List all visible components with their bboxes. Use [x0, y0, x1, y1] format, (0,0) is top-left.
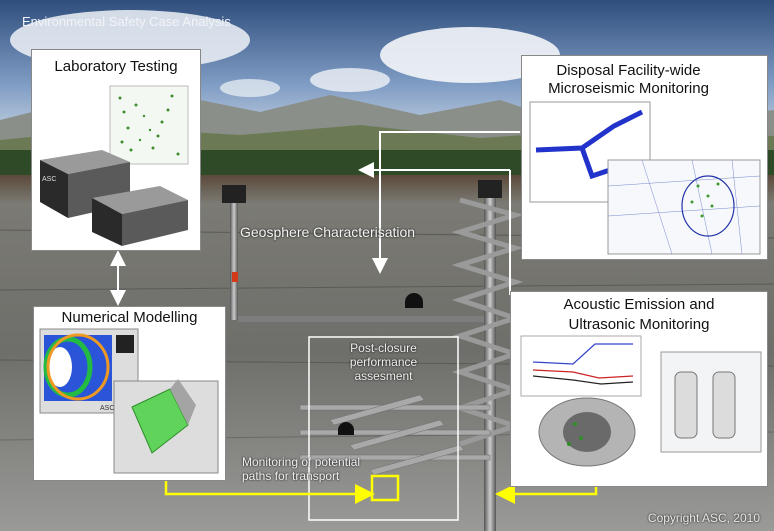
- event-cloud: [690, 182, 720, 218]
- tunnel-core: [563, 412, 611, 452]
- tunnel-upper: [238, 316, 498, 322]
- numerical-logo: ASC: [100, 405, 115, 412]
- specimen-plot: [109, 85, 189, 165]
- velocity-series-1: [532, 343, 633, 365]
- sample-cylinder-1: [674, 371, 698, 439]
- tunnel-portal: [405, 293, 423, 308]
- tunnel-portal: [338, 422, 354, 435]
- monitoring-label-line1: Monitoring of potential: [242, 455, 361, 469]
- headframe-left: [222, 185, 246, 203]
- postclosure-label-line1: Post-closure: [350, 341, 417, 355]
- acquisition-units: [40, 150, 188, 246]
- lab-panel: Laboratory Testing ASC: [31, 49, 201, 251]
- monitoring-label-line2: paths for transport: [242, 469, 340, 483]
- link-arrows: [110, 131, 520, 306]
- numerical-panel: Numerical Modelling ASC: [33, 306, 226, 481]
- cloud: [310, 68, 390, 92]
- velocity-series-3: [532, 375, 634, 385]
- red-marker: [232, 272, 238, 282]
- cloud: [220, 79, 280, 97]
- lab-panel-title: Laboratory Testing: [54, 58, 178, 75]
- excavation: [48, 347, 72, 387]
- mesh-core: [681, 175, 735, 237]
- geosphere-label: Geosphere Characterisation: [240, 224, 416, 240]
- axis-gizmo: [116, 335, 134, 353]
- lab-logo: ASC: [42, 176, 57, 183]
- acoustic-panel: Acoustic Emission and Ultrasonic Monitor…: [510, 291, 768, 487]
- ae-events: [567, 422, 583, 446]
- particle-block-side: [170, 379, 196, 425]
- velocity-series-2: [532, 369, 634, 379]
- microseismic-panel: Disposal Facility-wide Microseismic Moni…: [521, 55, 768, 260]
- microseismic-title-line2: Microseismic Monitoring: [548, 80, 709, 97]
- specimen-points: [118, 94, 180, 156]
- headframe-right: [478, 180, 502, 198]
- postclosure-label-line2: performance: [349, 355, 418, 369]
- numerical-panel-title: Numerical Modelling: [61, 309, 198, 326]
- acoustic-title-line2: Ultrasonic Monitoring: [568, 316, 710, 333]
- microseismic-title-line1: Disposal Facility-wide: [556, 62, 701, 79]
- repository-tunnels: [299, 394, 491, 476]
- lab-illustration: [40, 85, 189, 246]
- postclosure-box: [308, 336, 459, 521]
- numerical-illustration: [39, 328, 219, 474]
- cloud: [380, 27, 560, 83]
- acoustic-illustration: [520, 335, 762, 467]
- mesh-window: [607, 159, 761, 255]
- acoustic-title-line1: Acoustic Emission and: [563, 296, 715, 313]
- page-title: Environmental Safety Case Analysis: [22, 14, 231, 29]
- copyright-text: Copyright ASC, 2010: [647, 511, 760, 525]
- microseismic-illustration: [529, 101, 761, 255]
- left-shaft: [230, 200, 238, 320]
- sample-cylinder-2: [712, 371, 736, 439]
- postclosure-label-line3: assesment: [354, 369, 413, 383]
- mesh-grid: [607, 159, 761, 255]
- velocity-plot: [520, 335, 642, 397]
